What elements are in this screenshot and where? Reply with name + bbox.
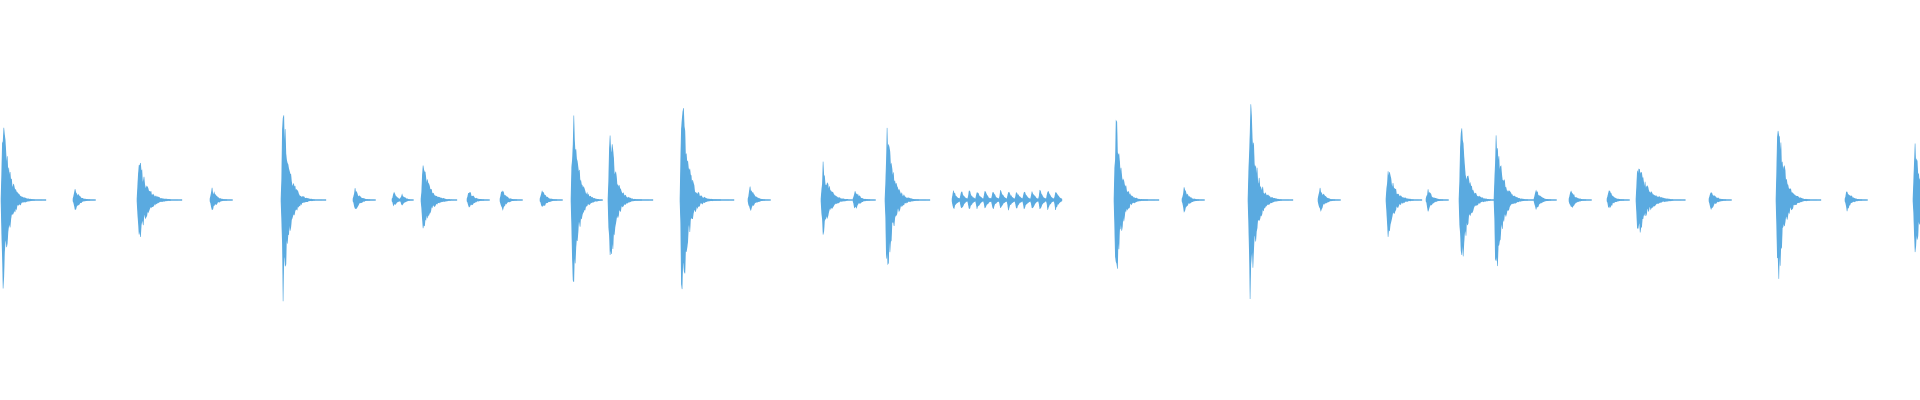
waveform-tremolo-pulse <box>1030 190 1039 209</box>
waveform-transient <box>280 115 327 302</box>
waveform-tremolo-pulse <box>951 190 961 210</box>
waveform-tremolo-pulse <box>1006 191 1016 211</box>
waveform-transient <box>1247 104 1294 300</box>
waveform-transient <box>1181 187 1205 213</box>
waveform-transient <box>1912 143 1920 253</box>
waveform-transient <box>1606 190 1630 209</box>
waveform-transient <box>1708 192 1732 210</box>
waveform-transient <box>1113 119 1160 269</box>
waveform-tremolo-pulse <box>959 191 968 209</box>
waveform-transient <box>1568 190 1592 208</box>
waveform-transient <box>1425 189 1449 212</box>
waveform-transient <box>539 190 563 207</box>
waveform-tremolo-pulse <box>1053 192 1063 211</box>
waveform-tremolo-pulse <box>1046 190 1055 210</box>
waveform-transient <box>209 187 233 211</box>
waveform-tremolo-pulse <box>998 190 1008 209</box>
waveform-transient <box>607 135 654 255</box>
waveform-transient <box>1385 171 1423 237</box>
waveform-transient <box>747 186 771 212</box>
waveform-transient <box>136 162 183 238</box>
waveform-tremolo-pulse <box>1014 191 1023 209</box>
waveform-transient <box>1458 128 1501 257</box>
waveform-tremolo-pulse <box>1022 191 1031 210</box>
waveform-transient <box>352 188 376 209</box>
waveform-tremolo-pulse <box>983 190 992 209</box>
waveform-transient <box>399 193 414 206</box>
waveform-transient <box>852 191 876 209</box>
waveform-tremolo-pulse <box>1038 189 1047 210</box>
waveform-transient <box>1775 130 1822 279</box>
waveform-transient <box>499 190 523 211</box>
waveform-transient <box>1844 191 1868 212</box>
waveform-transient <box>0 127 47 289</box>
waveform-transient <box>570 115 603 282</box>
waveform-transient <box>1533 189 1557 210</box>
waveform-transient <box>72 189 96 210</box>
waveform-transient <box>466 192 490 208</box>
waveform-transient <box>1317 187 1341 212</box>
waveform-tremolo-pulse <box>991 192 1000 210</box>
waveform-tremolo-pulse <box>975 192 984 209</box>
waveform-transient <box>820 161 853 235</box>
waveform-transient <box>420 165 458 229</box>
waveform-transient <box>1493 135 1540 267</box>
waveform-tremolo-pulse <box>967 190 976 209</box>
waveform-transient <box>884 127 931 266</box>
waveform-transient <box>679 108 735 290</box>
waveform-transient <box>1635 168 1686 233</box>
